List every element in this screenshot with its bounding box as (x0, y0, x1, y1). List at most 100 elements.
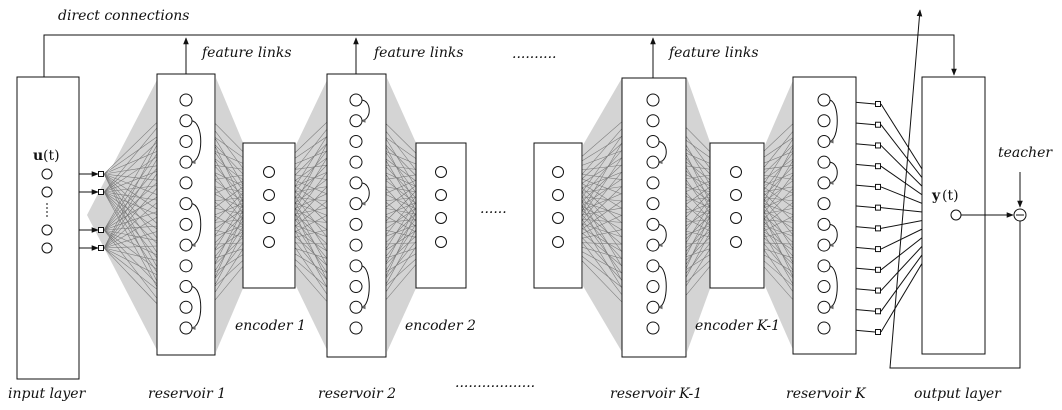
direct-connections-line (43, 34, 957, 77)
readout-weight-square (875, 266, 881, 273)
reservoir-2-neuron (349, 300, 363, 314)
teacher-label: teacher (998, 145, 1053, 161)
reservoir-k-label: reservoir K (786, 386, 867, 402)
input-weight-square (98, 245, 104, 251)
input-weight-square (98, 227, 104, 233)
encoder-2-label: encoder 2 (405, 318, 476, 334)
ellipsis-top: .......... (512, 46, 557, 62)
ellipsis-mid: ...... (480, 201, 507, 217)
readout-weight-square (875, 287, 881, 294)
svg-text:(t): (t) (942, 188, 959, 204)
feature-links-label-2: feature links (373, 45, 464, 61)
reservoir-1-neuron (179, 197, 193, 211)
svg-text:y: y (931, 188, 941, 204)
reservoir-2-neuron (349, 280, 363, 294)
readout-weight-square (875, 204, 881, 211)
reservoir-km1-neuron (646, 114, 660, 128)
reservoir-k-neuron (817, 238, 831, 252)
recurrent-arc (828, 223, 838, 248)
encoder-km1-neuron (730, 189, 742, 201)
ellipsis-bottom: .................. (455, 375, 535, 391)
reservoir-k-neuron (817, 259, 831, 273)
readout-weight-square (875, 225, 881, 232)
reservoir-km1-neuron (646, 300, 660, 314)
fan-wedge-enc-resk1 (583, 78, 622, 352)
encoder-2-neuron (435, 236, 447, 248)
recurrent-arc (360, 182, 370, 206)
recurrent-arc (190, 286, 202, 330)
encoder-2-neuron (435, 212, 447, 224)
reservoir-km1-neuron (646, 217, 660, 231)
encoder-input-neuron (552, 166, 564, 178)
reservoir-2-neuron (349, 176, 363, 190)
readout-weight-square (875, 101, 881, 107)
reservoir-km1-neuron (646, 321, 660, 335)
encoder-km1-neuron (730, 212, 742, 224)
reservoir-2-neuron (349, 93, 363, 107)
reservoir-k-neuron (817, 134, 831, 148)
reservoir-2-neuron (349, 114, 363, 128)
reservoir-k-neuron (817, 300, 831, 314)
recurrent-arc (657, 265, 667, 310)
feature-links-label-3: feature links (668, 45, 759, 61)
reservoir-2-label: reservoir 2 (318, 386, 396, 402)
recurrent-arc (360, 99, 370, 123)
recurrent-arcs (190, 99, 838, 330)
reservoir-km1-neuron (646, 197, 660, 211)
reservoir-k-neuron (817, 93, 831, 107)
readout-weight-square (875, 183, 881, 190)
reservoir-km1-neuron (646, 280, 660, 294)
encoder-1-neuron (263, 189, 275, 201)
encoder-1-label: encoder 1 (235, 318, 306, 334)
reservoir-2-neuron (349, 259, 363, 273)
recurrent-arc (657, 223, 667, 248)
reservoir-1-neuron (179, 176, 193, 190)
recurrent-arc (828, 265, 838, 310)
svg-text:u: u (33, 148, 43, 164)
reservoir-k-neuron (817, 114, 831, 128)
svg-text:(t): (t) (43, 148, 60, 164)
encoder-input-neuron (552, 236, 564, 248)
recurrent-arc (190, 120, 202, 165)
encoder-input-neuron (552, 189, 564, 201)
input-neuron (41, 186, 53, 198)
reservoir-1-neuron (179, 217, 193, 231)
reservoir-2-neuron (349, 134, 363, 148)
recurrent-arc (828, 99, 838, 144)
reservoir-km1-neuron (646, 259, 660, 273)
readout-weight-square (875, 121, 881, 128)
input-neuron (41, 224, 53, 236)
encoder-km1-neuron (730, 236, 742, 248)
output-variable-label: y (t) (931, 188, 959, 204)
output-layer-label: output layer (914, 386, 1002, 402)
reservoir-1-neuron (179, 300, 193, 314)
fan-wedge-enck1-resk (765, 78, 794, 352)
reservoir-km1-label: reservoir K-1 (610, 386, 702, 402)
reservoir-km1-neuron (646, 238, 660, 252)
recurrent-arc (657, 140, 667, 165)
neuron-nodes (41, 93, 881, 335)
reservoir-k-neuron (817, 217, 831, 231)
reservoir-1-neuron (179, 155, 193, 169)
reservoir-1-neuron (179, 93, 193, 107)
encoder-km1-label: encoder K-1 (695, 318, 780, 334)
readout-weight-square (875, 246, 881, 253)
direct-connections-label: direct connections (58, 8, 190, 24)
reservoir-k-neuron (817, 280, 831, 294)
output-neuron (950, 209, 962, 221)
encoder-1-neuron (263, 166, 275, 178)
reservoir-1-neuron (179, 280, 193, 294)
error-feedback-line (889, 9, 1021, 369)
reservoir-2-neuron (349, 217, 363, 231)
recurrent-arc (190, 203, 202, 248)
encoder-1-neuron (263, 236, 275, 248)
reservoir-2-neuron (349, 238, 363, 252)
encoder-input-neuron (552, 212, 564, 224)
encoder-km1-neuron (730, 166, 742, 178)
fan-wedge-res1-enc1 (216, 78, 244, 352)
reservoir-1-label: reservoir 1 (148, 386, 226, 402)
reservoir-2-neuron (349, 155, 363, 169)
input-neuron (41, 168, 53, 180)
reservoir-1-neuron (179, 134, 193, 148)
